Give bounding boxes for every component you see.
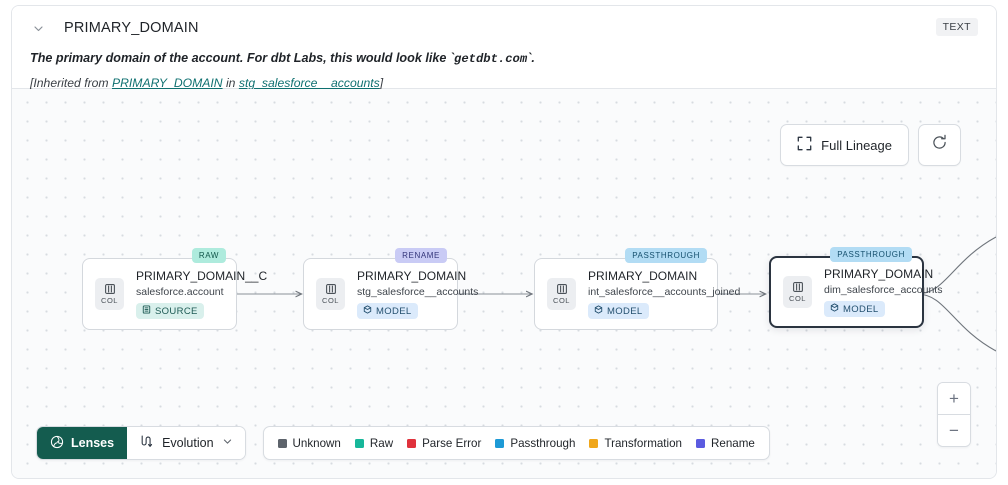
inherited-column-link[interactable]: PRIMARY_DOMAIN xyxy=(111,76,223,91)
inherited-from-note: [Inherited from PRIMARY_DOMAIN in stg_sa… xyxy=(30,76,978,90)
legend-label: Rename xyxy=(711,436,755,450)
column-chip: COL xyxy=(783,276,812,308)
asset-type-label: SOURCE xyxy=(155,305,198,317)
column-chip: COL xyxy=(316,278,345,310)
lineage-node[interactable]: RENAME COL PRIMARY_DOMAIN stg_salesforce… xyxy=(303,248,479,330)
title-row: PRIMARY_DOMAIN xyxy=(30,16,978,40)
edge-type-legend: Unknown Raw Parse Error Passthrough xyxy=(262,426,770,460)
legend-swatch-parse-error xyxy=(407,438,417,448)
node-table-name: dim_salesforce_accounts xyxy=(824,284,943,296)
legend-label: Raw xyxy=(369,436,394,450)
evolution-icon xyxy=(139,434,154,452)
legend-label: Passthrough xyxy=(510,436,576,450)
node-badge: PASSTHROUGH xyxy=(625,248,707,263)
asset-type-chip: MODEL xyxy=(357,303,418,319)
lineage-canvas[interactable]: Full Lineage RAW xyxy=(12,89,996,478)
column-chip: COL xyxy=(95,278,124,310)
node-column-name: PRIMARY_DOMAIN xyxy=(588,269,698,283)
legend-swatch-unknown xyxy=(277,438,287,448)
database-icon xyxy=(142,305,151,317)
inherited-suffix: ] xyxy=(379,76,384,91)
node-body: PRIMARY_DOMAIN int_salesforce__accounts_… xyxy=(588,269,741,319)
zoom-out-button[interactable]: − xyxy=(938,415,970,446)
inherited-table-link[interactable]: stg_salesforce__accounts xyxy=(238,76,380,91)
legend-item: Raw xyxy=(354,436,394,450)
node-table-name: stg_salesforce__accounts xyxy=(357,286,479,298)
column-type-badge: TEXT xyxy=(935,18,978,36)
node-badge: RAW xyxy=(191,248,226,263)
inherited-middle: in xyxy=(222,76,239,91)
node-badge: PASSTHROUGH xyxy=(830,247,912,262)
column-detail-panel: PRIMARY_DOMAIN TEXT The primary domain o… xyxy=(11,5,997,479)
asset-type-chip: MODEL xyxy=(588,303,649,319)
legend-swatch-rename xyxy=(696,438,706,448)
inherited-prefix: [Inherited from xyxy=(30,76,112,91)
node-table-name: int_salesforce__accounts_joined xyxy=(588,286,741,298)
lens-aperture-icon xyxy=(50,435,64,452)
legend-item: Transformation xyxy=(589,437,682,450)
column-chip-label: COL xyxy=(553,296,570,305)
node-badge: RENAME xyxy=(395,248,447,263)
full-lineage-button[interactable]: Full Lineage xyxy=(780,124,909,166)
expand-icon xyxy=(797,136,812,154)
chevron-down-icon xyxy=(222,436,233,450)
cube-icon xyxy=(594,305,603,317)
full-lineage-label: Full Lineage xyxy=(821,137,892,153)
column-chip-label: COL xyxy=(322,296,339,305)
asset-type-chip: MODEL xyxy=(824,301,885,317)
node-body: PRIMARY_DOMAIN__C salesforce.account SOU… xyxy=(136,269,268,319)
lenses-label: Lenses xyxy=(71,436,115,450)
lineage-edges xyxy=(236,236,996,352)
chevron-down-icon[interactable] xyxy=(30,20,46,36)
asset-type-label: MODEL xyxy=(843,303,879,315)
lineage-node[interactable]: RAW COL PRIMARY_DOMAIN__C salesforce.acc… xyxy=(82,248,268,330)
description-code: getdbt.com xyxy=(454,52,528,66)
asset-type-chip: SOURCE xyxy=(136,303,204,319)
zoom-in-button[interactable]: + xyxy=(938,383,970,415)
legend-swatch-passthrough xyxy=(495,438,505,448)
legend-label: Transformation xyxy=(604,436,683,450)
node-column-name: PRIMARY_DOMAIN xyxy=(824,267,934,281)
column-description: The primary domain of the account. For d… xyxy=(30,50,978,67)
lineage-node-selected[interactable]: PASSTHROUGH COL PRIMARY_DOMAIN dim_sales… xyxy=(769,247,943,328)
node-column-name: PRIMARY_DOMAIN xyxy=(357,269,467,283)
legend-swatch-transformation xyxy=(589,438,599,448)
evolution-label: Evolution xyxy=(162,436,214,450)
node-column-name: PRIMARY_DOMAIN__C xyxy=(136,269,268,283)
canvas-toolbar: Full Lineage xyxy=(780,124,961,166)
description-prefix: The primary domain of the account. For d… xyxy=(30,51,455,65)
legend-label: Parse Error xyxy=(422,436,482,450)
column-chip-label: COL xyxy=(101,296,118,305)
legend-swatch-raw xyxy=(354,438,364,448)
lenses-button[interactable]: Lenses xyxy=(37,427,128,459)
legend-item: Unknown xyxy=(277,436,341,450)
asset-type-label: MODEL xyxy=(607,305,643,317)
evolution-dropdown[interactable]: Evolution xyxy=(127,427,245,459)
cube-icon xyxy=(363,305,372,317)
lenses-evolution-group: Lenses Evolution xyxy=(36,426,246,460)
legend-item: Parse Error xyxy=(407,437,481,450)
node-body: PRIMARY_DOMAIN stg_salesforce__accounts … xyxy=(357,269,479,319)
page-title: PRIMARY_DOMAIN xyxy=(64,20,199,36)
node-body: PRIMARY_DOMAIN dim_salesforce_accounts M… xyxy=(824,267,943,317)
column-chip: COL xyxy=(547,278,576,310)
panel-header: PRIMARY_DOMAIN TEXT The primary domain o… xyxy=(12,6,996,90)
description-suffix: `. xyxy=(527,51,535,65)
cube-icon xyxy=(830,303,839,315)
canvas-bottom-bar: Lenses Evolution xyxy=(36,426,770,460)
refresh-button[interactable] xyxy=(918,124,961,166)
lineage-node[interactable]: PASSTHROUGH COL PRIMARY_DOMAIN int_sales… xyxy=(534,248,741,330)
legend-item: Passthrough xyxy=(495,437,575,450)
zoom-controls: + − xyxy=(937,382,971,447)
asset-type-label: MODEL xyxy=(376,305,412,317)
node-table-name: salesforce.account xyxy=(136,286,224,298)
refresh-icon xyxy=(931,134,948,156)
column-chip-label: COL xyxy=(789,294,806,303)
legend-item: Rename xyxy=(696,437,755,450)
legend-label: Unknown xyxy=(292,436,341,450)
